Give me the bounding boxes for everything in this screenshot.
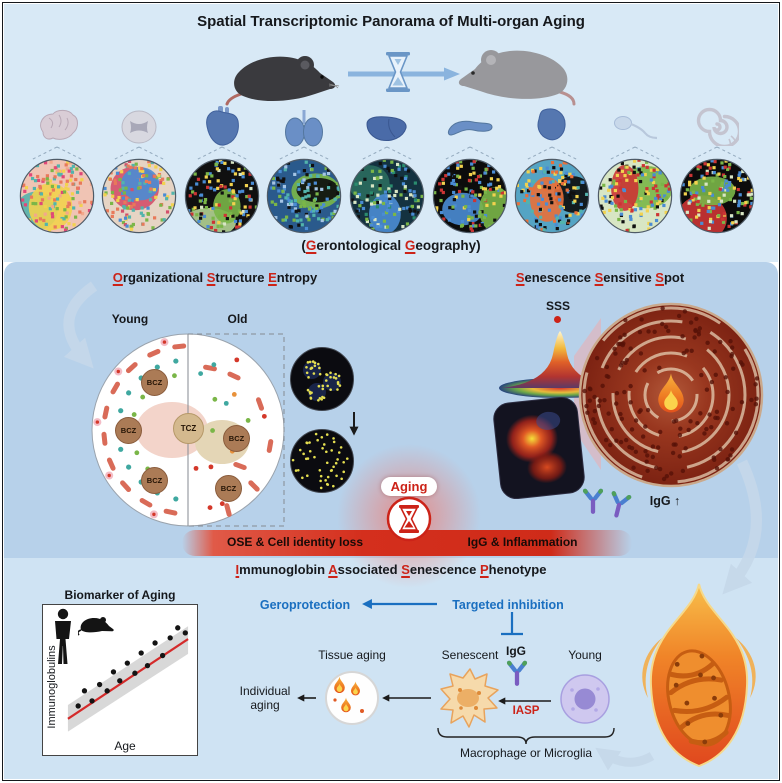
plot-title: Biomarker of Aging — [64, 588, 176, 602]
geroprotection-label: Geroprotection — [259, 598, 351, 612]
page-title: Spatial Transcriptomic Panorama of Multi… — [0, 13, 782, 30]
trend-line — [67, 638, 189, 720]
senescence-spot-zoom-circle — [578, 302, 764, 488]
antibody-icon — [582, 487, 604, 514]
title-highlight: P — [479, 562, 489, 577]
caption-part: erontological — [316, 238, 405, 253]
human-silhouette-icon — [55, 608, 71, 664]
title-part: tructure — [215, 270, 269, 285]
spleen-icon — [537, 108, 566, 141]
title-highlight: O — [112, 270, 123, 285]
bcz-zone: BCZ — [115, 417, 142, 444]
title-highlight: S — [655, 270, 664, 285]
spatial-spot-circle — [101, 158, 177, 234]
title-highlight: E — [268, 270, 277, 285]
caption-part: ( — [301, 238, 306, 253]
tissue-heatmap — [493, 396, 585, 500]
bcz-zone: BCZ — [141, 467, 168, 494]
title-part: henotype — [488, 562, 547, 577]
old-label: Old — [227, 312, 248, 326]
iasp-title: Immunoglobin Associated Senescence Pheno… — [0, 562, 782, 577]
caption-part: eography) — [415, 238, 481, 253]
caption-highlight: G — [305, 238, 317, 253]
spinal-cord-icon — [121, 110, 157, 144]
sss-panel-title: Senescence Sensitive Spot — [430, 270, 770, 285]
title-part: pot — [663, 270, 685, 285]
macrophage-bracket — [437, 727, 615, 745]
spatial-spot-circle — [597, 158, 673, 234]
young-cell-icon — [560, 674, 610, 724]
spatial-spot-circle — [184, 158, 260, 234]
tcz-zone: TCZ — [173, 413, 204, 444]
young-mouse-icon — [225, 56, 340, 106]
scatter-points — [75, 625, 188, 709]
individual-aging-label: Individual aging — [239, 684, 291, 713]
senescent-label: Senescent — [441, 648, 499, 662]
aging-badge: Aging — [381, 477, 437, 496]
igg-increase-label: IgG ↑ — [649, 494, 681, 508]
targeted-inhibition-label: Targeted inhibition — [452, 598, 564, 612]
title-highlight: S — [594, 270, 604, 285]
spatial-spot-circle — [349, 158, 425, 234]
igg-label: IgG — [506, 644, 526, 658]
senescent-cell-icon — [440, 668, 499, 728]
bcz-zone: BCZ — [223, 425, 250, 452]
young-label: Young — [111, 312, 149, 326]
young-cell-label: Young — [568, 648, 602, 662]
old-mouse-icon — [458, 50, 576, 106]
pancreas-icon — [447, 120, 493, 136]
cochlea-icon — [696, 107, 739, 146]
plot-xlabel: Age — [114, 739, 136, 753]
bcz-zone: BCZ — [215, 475, 242, 502]
spatial-spot-circle — [679, 158, 755, 234]
title-part: ssociated — [337, 562, 402, 577]
title-part: enescence — [409, 562, 480, 577]
spatial-spot-circle — [432, 158, 508, 234]
caption-highlight: G — [404, 238, 416, 253]
title-highlight: A — [328, 562, 338, 577]
sss-label: SSS — [545, 299, 570, 313]
liver-icon — [366, 116, 407, 141]
title-highlight: S — [206, 270, 216, 285]
tissue-aging-dish-icon — [325, 671, 379, 725]
title-highlight: S — [515, 270, 525, 285]
iasp-label: IASP — [512, 705, 540, 717]
title-part: ensitive — [603, 270, 656, 285]
spot-pattern-old — [290, 429, 354, 493]
band-right-label: IgG & Inflammation — [467, 535, 578, 549]
antibody-icon — [506, 659, 528, 686]
mitochondria-icon — [666, 649, 732, 747]
scatter-chart — [67, 625, 189, 732]
lung-icon — [285, 110, 323, 147]
inflammation-mitochondria-flame — [642, 583, 756, 768]
title-part: mmunoglobin — [239, 562, 329, 577]
spatial-spot-circle — [514, 158, 590, 234]
heart-icon — [206, 106, 239, 146]
spatial-spot-circle — [19, 158, 95, 234]
mouse-silhouette-icon — [78, 617, 114, 636]
organ-to-spot-connectors — [30, 146, 744, 161]
aging-hourglass-icon — [386, 496, 432, 542]
title-highlight: I — [235, 562, 240, 577]
aging-arrow-icon — [348, 67, 460, 81]
brain-icon — [40, 109, 78, 140]
ose-panel-title: Organizational Structure Entropy — [45, 270, 385, 285]
tissue-aging-label: Tissue aging — [318, 648, 386, 662]
band-left-label: OSE & Cell identity loss — [226, 535, 364, 549]
gerontological-geography-caption: (Gerontological Geography) — [0, 238, 782, 253]
sperm-icon — [614, 116, 658, 140]
plot-ylabel: Immunoglobulins — [46, 645, 58, 729]
macrophage-label: Macrophage or Microglia — [459, 746, 593, 760]
hourglass-icon — [386, 52, 410, 92]
sss-marker-dot — [554, 316, 561, 323]
spatial-spot-circle — [266, 158, 342, 234]
spot-pattern-young — [290, 347, 354, 411]
title-part: rganizational — [122, 270, 207, 285]
title-part: enescence — [524, 270, 595, 285]
aging-label: Aging — [390, 479, 428, 494]
bcz-zone: BCZ — [141, 369, 168, 396]
page-title-text: Spatial Transcriptomic Panorama of Multi… — [197, 13, 585, 30]
title-highlight: S — [401, 562, 410, 577]
title-part: ntropy — [276, 270, 318, 285]
